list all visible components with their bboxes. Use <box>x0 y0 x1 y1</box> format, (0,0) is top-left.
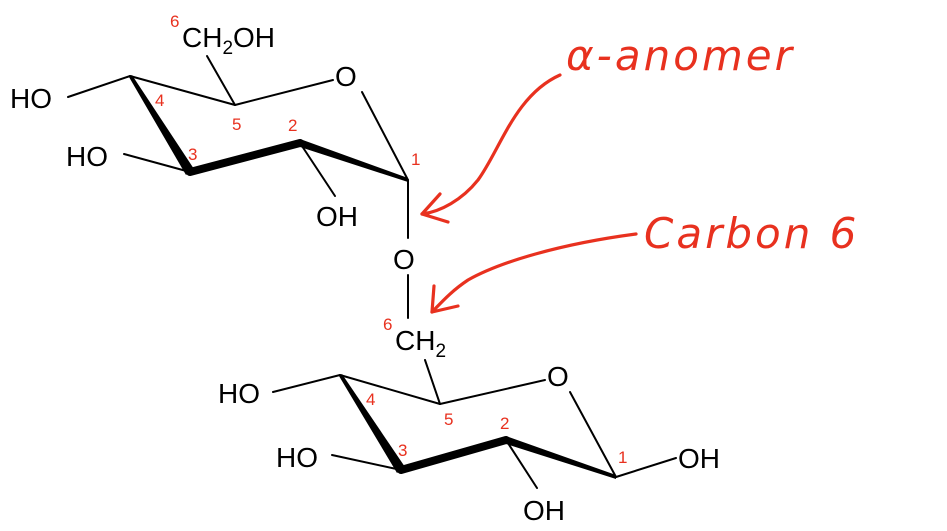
bond-c5-o <box>234 79 334 106</box>
carbon-6-arrowhead <box>430 284 460 314</box>
c2-top-number: 2 <box>288 116 297 135</box>
bond-ho3b-c3b <box>331 454 402 471</box>
c2-bottom-number: 2 <box>500 414 509 433</box>
wedge-c2-c1 <box>300 139 408 182</box>
linkage-atoms: O 6 CH2 <box>383 244 446 362</box>
bottom-ring-oxygen: O <box>547 361 569 392</box>
ch2oh-oh: OH <box>233 22 275 53</box>
top-ho-c4: HO <box>10 83 52 114</box>
ch2oh-sub: 2 <box>222 38 233 59</box>
bond-o-c1 <box>361 91 409 181</box>
alpha-anomer-arrow <box>420 73 562 216</box>
carbon-6-arrow <box>430 232 638 314</box>
carbon-6-label: Carbon 6 <box>644 209 859 258</box>
c6-bottom-number: 6 <box>383 315 392 334</box>
glycosidic-oxygen: O <box>393 244 415 275</box>
bottom-oh-c1: OH <box>678 443 720 474</box>
alpha-anomer-arrowhead <box>420 192 450 224</box>
top-ring-oxygen: O <box>335 61 357 92</box>
wedge-c4b-c3b <box>339 374 405 473</box>
bottom-ring-bonds <box>272 359 677 489</box>
ch2oh-ch: CH <box>182 22 222 53</box>
bold-c3b-c2b <box>397 436 510 474</box>
bottom-ring-atoms: O HO HO OH OH 5 4 3 2 1 <box>218 361 720 526</box>
bond-ch2-c5b <box>424 359 441 405</box>
bold-c3-c2 <box>186 139 304 176</box>
bottom-ho-c4: HO <box>218 378 260 409</box>
bond-ob-c1b <box>569 391 617 478</box>
bond-c5-c6 <box>206 55 236 106</box>
annotations: α-anomer Carbon 6 <box>420 31 859 314</box>
bond-ho3-c3 <box>123 153 191 173</box>
top-ho-c3: HO <box>66 141 108 172</box>
c5-bottom-number: 5 <box>444 410 453 429</box>
bond-c4b-c5b <box>339 374 441 405</box>
wedge-c4-c3 <box>129 75 194 175</box>
c1-bottom-number: 1 <box>618 448 627 467</box>
c3-bottom-number: 3 <box>398 441 407 460</box>
ch2-sub: 2 <box>435 341 446 362</box>
bond-c1b-oh <box>615 457 677 478</box>
c6-top-number: 6 <box>170 12 179 31</box>
bottom-ho-c3: HO <box>276 442 318 473</box>
c1-top-number: 1 <box>411 150 420 169</box>
bond-c4-c5 <box>129 75 236 106</box>
wedge-c2b-c1b <box>506 436 616 479</box>
ch2-ch: CH <box>395 325 435 356</box>
top-ring-bonds <box>67 55 409 239</box>
c5-top-number: 5 <box>232 115 241 134</box>
bottom-oh-c2: OH <box>523 495 565 526</box>
c4-bottom-number: 4 <box>366 390 375 409</box>
bond-ho4b-c4b <box>272 374 341 393</box>
bond-c5b-ob <box>439 379 546 405</box>
alpha-anomer-label: α-anomer <box>566 31 795 80</box>
top-ring-atoms: 6 CH2OH O HO HO OH 5 4 3 2 1 <box>10 12 420 232</box>
bond-c2b-oh <box>505 439 538 489</box>
c3-top-number: 3 <box>188 145 197 164</box>
top-oh-c2: OH <box>316 201 358 232</box>
bond-c2-oh <box>299 142 336 197</box>
c4-top-number: 4 <box>155 91 164 110</box>
bond-ho4-c4 <box>67 75 131 98</box>
ch2-label: CH2 <box>395 325 446 362</box>
ch2oh-label: CH2OH <box>182 22 275 59</box>
